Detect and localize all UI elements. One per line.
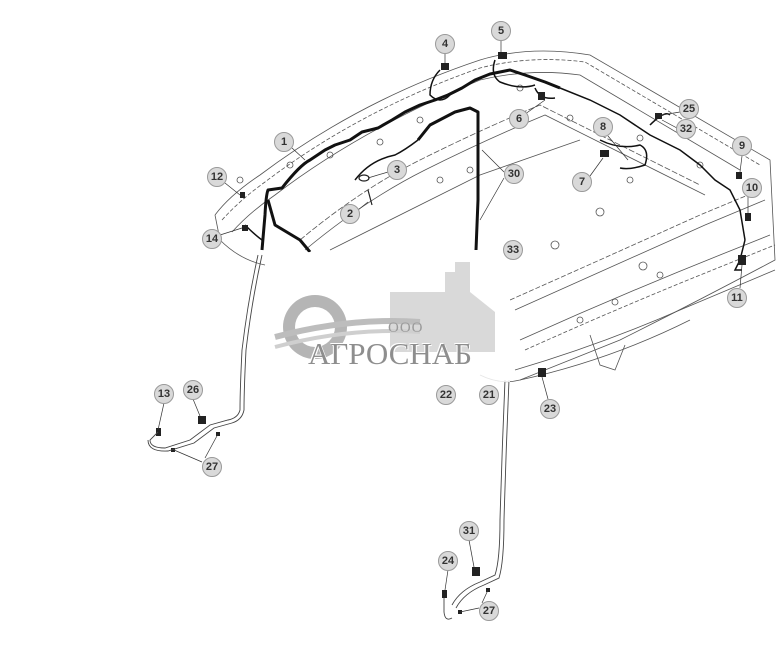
callout-22: 22 [436, 385, 456, 405]
callout-8: 8 [593, 117, 613, 137]
callout-5: 5 [491, 21, 511, 41]
callout-27-right: 27 [479, 601, 499, 621]
callout-11: 11 [727, 288, 747, 308]
callout-3: 3 [387, 160, 407, 180]
callout-4: 4 [435, 34, 455, 54]
left-lower-harness [147, 254, 263, 452]
callout-27-left: 27 [202, 457, 222, 477]
callout-6: 6 [509, 109, 529, 129]
watermark-brand: АГРОСНАБ [308, 336, 472, 371]
callout-23: 23 [540, 399, 560, 419]
callout-31: 31 [459, 521, 479, 541]
callout-24: 24 [438, 551, 458, 571]
callout-25: 25 [679, 99, 699, 119]
main-harness [260, 68, 561, 253]
right-lower-harness [443, 379, 510, 620]
callout-12: 12 [207, 167, 227, 187]
combine-harvester-icon [390, 262, 495, 352]
callout-2: 2 [340, 204, 360, 224]
callout-33: 33 [503, 240, 523, 260]
callout-1: 1 [274, 132, 294, 152]
callout-14: 14 [202, 229, 222, 249]
callout-26: 26 [183, 380, 203, 400]
watermark-prefix: ООО [388, 320, 424, 336]
callout-32: 32 [676, 119, 696, 139]
callout-21: 21 [479, 385, 499, 405]
watermark-logo [270, 252, 510, 382]
callout-30: 30 [504, 164, 524, 184]
main-harness-thin [244, 59, 746, 271]
leader-lines [157, 41, 749, 613]
roof-outline [214, 50, 776, 383]
callout-7: 7 [572, 172, 592, 192]
callout-13: 13 [154, 384, 174, 404]
callout-10: 10 [742, 178, 762, 198]
callout-9: 9 [732, 136, 752, 156]
